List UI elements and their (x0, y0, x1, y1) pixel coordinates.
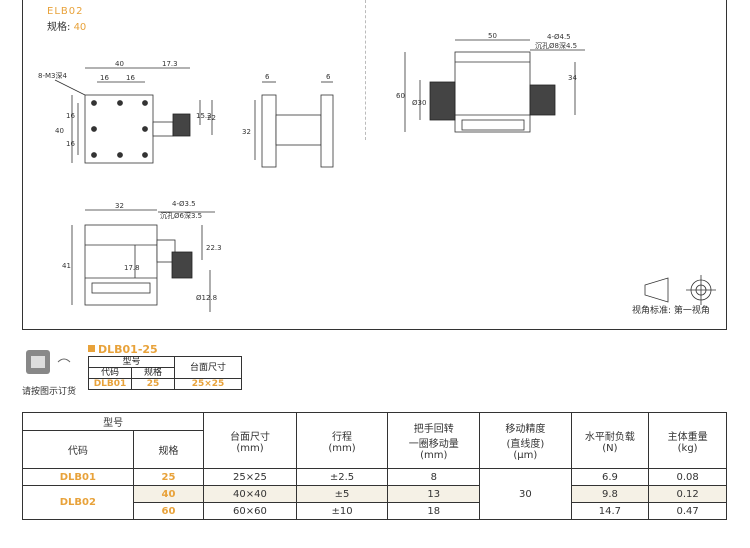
row3-load: 14.7 (570, 502, 650, 520)
th-weight: 主体重量(kg) (648, 412, 727, 469)
dim-22: 22 (207, 114, 216, 122)
row1-stroke: ±2.5 (295, 468, 389, 486)
th-table-size: 台面尺寸(mm) (203, 412, 297, 469)
ordering-col-code: 代码 (88, 367, 132, 379)
ordering-col-model: 型号 (88, 356, 175, 368)
projection-label: 视角标准: 第一视角 (632, 304, 710, 316)
dim-offset: 17.3 (162, 60, 178, 68)
row3-weight: 0.47 (648, 502, 727, 520)
ordering-col-size: 台面尺寸 (174, 356, 242, 379)
row2-load: 9.8 (570, 485, 650, 503)
ordering-example-size: 25×25 (174, 378, 242, 390)
th-spec: 规格 (132, 430, 205, 469)
dim-side-6a: 6 (265, 73, 270, 81)
dim-big-counterbore: 沉孔Ø8深4.5 (535, 41, 577, 50)
th-handle: 把手回转一圈移动量(mm) (387, 412, 481, 469)
dim-15-2: 15.2 (196, 112, 212, 120)
th-load: 水平耐负载(N) (570, 412, 650, 469)
th-stroke: 行程(mm) (295, 412, 389, 469)
row2-code: DLB02 (22, 485, 134, 520)
dim-big-hole: 4-Ø4.5 (547, 33, 571, 41)
row3-size: 60×60 (203, 502, 297, 520)
row1-size: 25×25 (203, 468, 297, 486)
table-row: DLB02 40 40×40 ±5 13 9.8 0.12 (22, 485, 727, 520)
dim-bottom-32: 32 (115, 202, 124, 210)
dim-hole-a: 16 (100, 74, 109, 82)
panel-divider (365, 0, 366, 140)
row3-move: 18 (387, 502, 481, 520)
row1-load: 6.9 (570, 468, 650, 486)
dim-side-40: 40 (55, 127, 64, 135)
dim-hole-note: 4-Ø3.5 (172, 200, 196, 208)
ordering-title-text: DLB01-25 (98, 343, 158, 356)
dim-thread: 8-M3深4 (38, 71, 67, 80)
dim-side-16a: 16 (66, 112, 75, 120)
th-precision: 移动精度(直线度)(μm) (479, 412, 572, 469)
row2-spec: 40 (132, 485, 205, 503)
technical-drawing: 40 17.3 16 16 8-M3深4 40 16 16 15.2 22 6 … (38, 32, 716, 316)
precision-cell: 30 (479, 468, 572, 520)
spec-table: 型号 台面尺寸(mm) 行程(mm) 把手回转一圈移动量(mm) 移动精度(直线… (21, 412, 727, 520)
table-row: DLB01 25 25×25 ±2.5 8 30 6.9 0.08 (22, 468, 727, 520)
dim-22-3: 22.3 (206, 244, 222, 252)
dim-30: Ø30 (412, 99, 426, 107)
row1-weight: 0.08 (648, 468, 727, 486)
th-code: 代码 (22, 430, 134, 469)
ordering-example-spec: 25 (131, 378, 175, 390)
dim-side-6b: 6 (326, 73, 331, 81)
dim-side-16b: 16 (66, 140, 75, 148)
th-model: 型号 (21, 412, 205, 431)
dim-hole-b: 16 (126, 74, 135, 82)
ordering-table: 型号 台面尺寸 代码 规格 DLB01 25 25×25 (88, 356, 242, 390)
dim-big-50: 50 (488, 32, 497, 40)
order-note: 请按图示订货 (22, 387, 77, 397)
dim-32: 32 (242, 128, 251, 136)
table-row: 60 60×60 ±10 18 14.7 0.47 (23, 502, 727, 520)
ordering-title: DLB01-25 (88, 343, 158, 356)
ordering-col-spec: 规格 (131, 367, 175, 379)
spec-line: 规格: 40 (47, 18, 86, 33)
row2-move: 13 (387, 485, 481, 503)
dim-34: 34 (568, 74, 577, 82)
spec-label: 规格: (47, 22, 71, 33)
row2-weight: 0.12 (648, 485, 727, 503)
dim-41: 41 (62, 262, 71, 270)
row1-move: 8 (387, 468, 481, 486)
drawing-panel (22, 0, 727, 330)
row3-stroke: ±10 (295, 502, 389, 520)
row2-size: 40×40 (203, 485, 297, 503)
dim-60: 60 (396, 92, 405, 100)
row1-spec: 25 (132, 468, 205, 486)
phone-icon (26, 350, 71, 374)
dim-top-width: 40 (115, 60, 124, 68)
row2-stroke: ±5 (295, 485, 389, 503)
dim-17-8: 17.8 (124, 264, 140, 272)
ordering-example-code: DLB01 (88, 378, 132, 390)
dim-counterbore: 沉孔Ø6深3.5 (160, 211, 202, 220)
spec-value: 40 (73, 22, 87, 33)
dim-12-8: Ø12.8 (196, 294, 217, 302)
row3-spec: 60 (132, 502, 205, 520)
row1-code: DLB01 (22, 468, 134, 486)
plan-body (84, 94, 154, 164)
model-code: ELB02 (47, 6, 84, 17)
